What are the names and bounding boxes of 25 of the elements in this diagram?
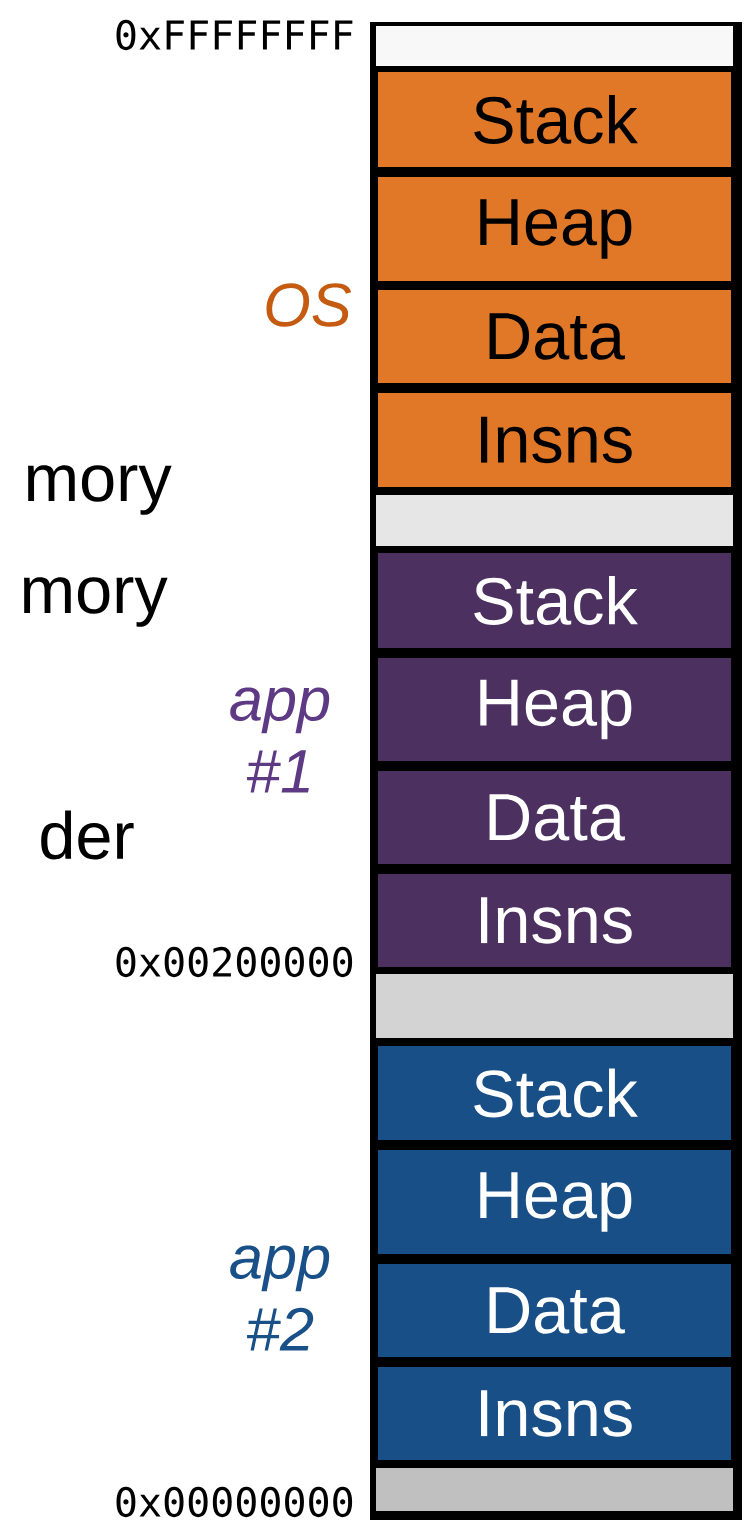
region-label: app #2 (230, 1245, 330, 1351)
region-label: app #1 (230, 687, 330, 793)
body-text: der (41, 810, 134, 860)
free-space-band (376, 495, 733, 546)
address-label: 0x00000000 (116, 1486, 353, 1518)
memory-segment: Heap (374, 654, 735, 765)
memory-segment: Stack (374, 549, 735, 652)
address-label: 0xFFFFFFFF (116, 19, 353, 51)
memory-segment: Insns (374, 389, 735, 491)
address-label: 0x00200000 (116, 946, 353, 978)
memory-segment: Data (374, 286, 735, 387)
memory-segment: Heap (374, 173, 735, 285)
free-space-band (376, 26, 733, 66)
body-text: mory (24, 577, 168, 627)
memory-segment: Heap (374, 1146, 735, 1258)
memory-segment: Stack (374, 1042, 735, 1144)
body-text: mory (28, 465, 172, 515)
memory-segment: Data (374, 767, 735, 868)
region-label: OS (266, 283, 352, 327)
free-space-band (376, 974, 733, 1038)
memory-segment: Insns (374, 1363, 735, 1464)
memory-segment: Data (374, 1260, 735, 1361)
free-space-band (376, 1468, 733, 1511)
memory-segment: Insns (374, 870, 735, 971)
memory-segment: Stack (374, 68, 735, 171)
